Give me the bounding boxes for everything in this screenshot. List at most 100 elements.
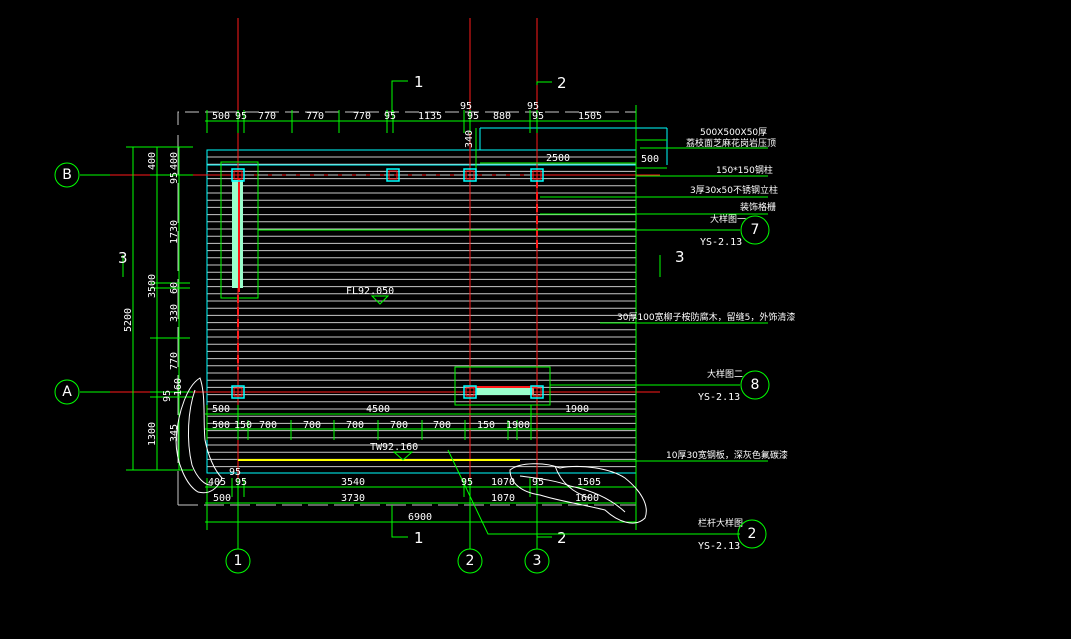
- svg-text:700: 700: [433, 420, 451, 431]
- annotation-decking: 30厚100宽柳子桉防腐木，留缝5，外饰清漆: [617, 311, 795, 323]
- axis-bubble-b[interactable]: B: [54, 162, 80, 188]
- callout-sheet: YS-2.13: [700, 237, 742, 248]
- svg-text:95: 95: [532, 477, 544, 488]
- svg-text:4500: 4500: [366, 404, 390, 415]
- svg-text:500: 500: [213, 493, 231, 504]
- svg-text:500: 500: [212, 404, 230, 415]
- axis-bubble-2[interactable]: 2: [457, 548, 483, 574]
- svg-text:5200: 5200: [123, 308, 134, 332]
- svg-text:6900: 6900: [408, 512, 432, 523]
- svg-text:345: 345: [169, 424, 180, 442]
- svg-text:95: 95: [527, 101, 539, 112]
- callout-sheet: YS-2.13: [698, 541, 740, 552]
- svg-text:700: 700: [303, 420, 321, 431]
- svg-text:1600: 1600: [575, 493, 599, 504]
- svg-text:700: 700: [390, 420, 408, 431]
- callout-detail-7[interactable]: 大样图一 7 YS-2.13: [700, 213, 770, 248]
- svg-text:1900: 1900: [565, 404, 589, 415]
- svg-text:770: 770: [169, 352, 180, 370]
- level-mark-deck: FL92.050: [346, 286, 394, 305]
- svg-text:700: 700: [346, 420, 364, 431]
- section-mark-top-2: 2: [557, 74, 567, 92]
- level-mark-water: TW92.160: [370, 442, 418, 461]
- svg-text:330: 330: [169, 304, 180, 322]
- callout-title: 栏杆大样图: [698, 517, 743, 529]
- svg-text:95: 95: [162, 390, 173, 402]
- svg-text:3500: 3500: [147, 274, 158, 298]
- axis-bubble-a[interactable]: A: [54, 379, 80, 405]
- svg-text:150: 150: [477, 420, 495, 431]
- svg-text:770: 770: [258, 111, 276, 122]
- section-mark-left-3: 3: [118, 249, 128, 267]
- callout-title: 大样图二: [707, 368, 743, 380]
- axis-bubble-1[interactable]: 1: [225, 548, 251, 574]
- column: [231, 168, 245, 182]
- dimension-lines: [126, 105, 667, 530]
- callout-title: 大样图一: [710, 213, 746, 225]
- planter-frames: [220, 161, 551, 406]
- column: [463, 385, 477, 399]
- section-mark-right-3: 3: [675, 248, 685, 266]
- svg-text:770: 770: [353, 111, 371, 122]
- svg-text:60: 60: [169, 282, 180, 294]
- svg-text:700: 700: [259, 420, 277, 431]
- callout-detail-8[interactable]: 大样图二 8 YS-2.13: [698, 368, 770, 403]
- section-marks: [122, 80, 661, 538]
- svg-text:1900: 1900: [506, 420, 530, 431]
- svg-text:500: 500: [212, 111, 230, 122]
- svg-text:770: 770: [306, 111, 324, 122]
- svg-text:95: 95: [235, 477, 247, 488]
- svg-text:95: 95: [235, 111, 247, 122]
- deck-level-text: FL92.050: [346, 286, 394, 297]
- annotation-grille: 装饰格栅: [740, 201, 776, 213]
- railings: [232, 174, 538, 395]
- axis-label-a: A: [62, 384, 72, 400]
- svg-text:1505: 1505: [578, 111, 602, 122]
- site-boundary-dashed: [177, 111, 636, 125]
- axis-label-1: 1: [234, 553, 243, 569]
- rock-outlines: [175, 377, 647, 524]
- column: [386, 168, 400, 182]
- svg-text:95: 95: [532, 111, 544, 122]
- svg-text:400: 400: [147, 152, 158, 170]
- steel-columns: [231, 168, 544, 399]
- annotation-steel-plate: 10厚30宽钢板，深灰色氟碳漆: [666, 449, 788, 461]
- svg-text:1730: 1730: [169, 220, 180, 244]
- axis-label-b: B: [62, 167, 72, 183]
- svg-text:1505: 1505: [577, 477, 601, 488]
- annotation-coping-line2: 荔枝面芝麻花岗岩压顶: [686, 137, 776, 149]
- svg-text:1135: 1135: [418, 111, 442, 122]
- leader-lines: [258, 147, 768, 535]
- svg-text:150: 150: [234, 420, 252, 431]
- axis-bubble-3[interactable]: 3: [524, 548, 550, 574]
- deck-boards: [207, 156, 636, 468]
- svg-text:1070: 1070: [491, 477, 515, 488]
- water-level-text: TW92.160: [370, 442, 418, 453]
- grid-axes: [110, 18, 660, 510]
- axis-label-2: 2: [466, 553, 475, 569]
- column: [530, 385, 544, 399]
- callout-sheet: YS-2.13: [698, 392, 740, 403]
- callout-number: 8: [751, 377, 760, 393]
- dimension-texts: 500 95 770 770 770 95 1135 95 880 95 150…: [123, 101, 659, 523]
- annotation-steel-column: 150*150钢柱: [716, 164, 773, 176]
- axis-label-3: 3: [533, 553, 542, 569]
- column: [463, 168, 477, 182]
- svg-text:95: 95: [169, 172, 180, 184]
- section-mark-bottom-2: 2: [557, 529, 567, 547]
- svg-text:500: 500: [641, 154, 659, 165]
- annotation-coping: 500X500X50厚: [700, 127, 767, 138]
- svg-text:405: 405: [208, 477, 226, 488]
- svg-text:95: 95: [467, 111, 479, 122]
- svg-text:340: 340: [464, 130, 475, 148]
- callout-number: 2: [748, 526, 757, 542]
- svg-text:1070: 1070: [491, 493, 515, 504]
- svg-text:95: 95: [461, 477, 473, 488]
- column: [530, 168, 544, 182]
- svg-text:1300: 1300: [147, 422, 158, 446]
- callout-detail-2[interactable]: 栏杆大样图 2 YS-2.13: [698, 517, 767, 552]
- svg-text:2500: 2500: [546, 153, 570, 164]
- svg-text:3730: 3730: [341, 493, 365, 504]
- annotation-steel-post: 3厚30x50不锈钢立柱: [690, 184, 778, 196]
